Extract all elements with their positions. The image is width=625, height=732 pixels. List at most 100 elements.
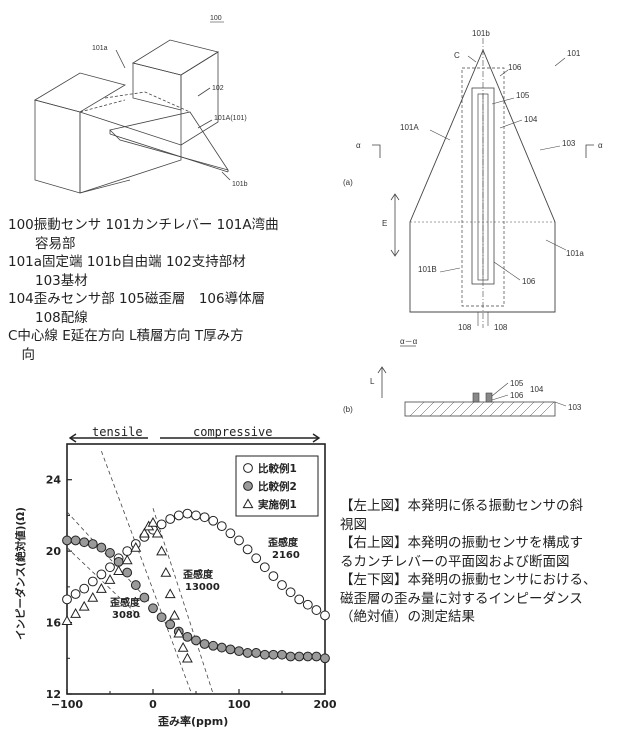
data-point-series-3 (78, 600, 90, 611)
annotation-13000-label: 歪感度 (183, 568, 214, 581)
x-tick-label: −100 (51, 698, 84, 711)
data-point-series-2 (87, 539, 98, 549)
legend-line: 容易部 (8, 235, 76, 252)
annotation-3080-label: 歪感度 (110, 596, 141, 609)
data-point-series-2 (165, 619, 176, 630)
data-point-series-1 (156, 519, 167, 530)
data-point-series-2 (79, 537, 90, 548)
caption-line: 磁歪層の歪み量に対するインピーダンス (340, 590, 583, 607)
data-point-series-3 (151, 527, 163, 538)
data-point-series-2 (311, 651, 322, 662)
data-point-series-1 (285, 587, 296, 598)
label-106-top: 106 (508, 63, 522, 72)
legend-line: 108配線 (8, 309, 88, 326)
label-106-mid: 106 (522, 277, 536, 286)
legend-line: 101a固定端 101b自由端 102支持部材 (8, 254, 246, 270)
label-103: 103 (562, 139, 576, 148)
data-point-series-1 (208, 515, 219, 526)
data-point-series-3 (87, 591, 99, 602)
data-point-series-2 (302, 651, 313, 662)
annotation-2160-value: 2160 (272, 550, 300, 561)
legend-line: 104歪みセンサ部 105磁歪層 106導体層 (8, 291, 266, 307)
data-point-series-2 (320, 653, 330, 664)
sensitivity-slope-line (152, 508, 214, 695)
data-point-series-3 (173, 627, 185, 638)
data-point-series-3 (160, 566, 172, 577)
annotation-13000-value: 13000 (185, 582, 220, 593)
panel-a-label: (a) (343, 178, 353, 187)
data-point-series-3 (138, 527, 150, 538)
data-point-series-2 (130, 580, 141, 590)
data-point-series-1 (225, 528, 236, 539)
data-point-series-2 (139, 592, 150, 603)
data-point-series-3 (104, 574, 116, 584)
label-108-left: 108 (458, 323, 472, 332)
legend-line: 向 (8, 346, 35, 363)
data-point-series-1 (173, 510, 184, 521)
data-point-series-2 (105, 548, 115, 558)
data-point-series-3 (121, 554, 133, 565)
legend-label-1: 比較例1 (258, 462, 297, 475)
label-101B: 101B (418, 265, 437, 274)
data-point-series-1 (199, 512, 210, 523)
data-point-series-2 (285, 651, 296, 662)
label-108-right: 108 (494, 323, 508, 332)
data-point-series-3 (113, 565, 125, 575)
data-point-series-2 (294, 651, 305, 662)
region-tensile: tensile (92, 425, 143, 439)
sensitivity-slope-line (101, 451, 193, 695)
caption-line: （絶対値）の測定結果 (340, 609, 475, 625)
y-axis-label: インピーダンス(絶対値)(Ω) (14, 507, 27, 640)
data-point-series-2 (242, 648, 253, 658)
data-point-series-1 (311, 605, 322, 615)
data-point-series-3 (177, 641, 189, 652)
legend-marker-2 (243, 481, 253, 491)
sensitivity-slope-line (66, 547, 141, 618)
data-point-series-1 (234, 535, 244, 546)
data-point-series-1 (251, 553, 262, 564)
data-point-series-3 (95, 583, 107, 593)
label-105-b: 105 (510, 379, 524, 388)
data-point-series-1 (165, 514, 176, 524)
legend-line: C中心線 E延在方向 L積層方向 T厚み方 (8, 328, 244, 344)
legend-label-2: 比較例2 (258, 480, 297, 493)
caption-line: 【左下図】本発明の振動センサにおける、 (340, 572, 597, 588)
data-point-series-3 (61, 615, 73, 625)
data-point-series-1 (191, 510, 201, 521)
data-point-series-2 (199, 639, 210, 649)
label-101A-plan: 101A (400, 123, 419, 132)
data-point-series-1 (294, 594, 305, 605)
reference-legend: 100振動センサ 101カンチレバー 101A湾曲 容易部 101a固定端 10… (8, 216, 343, 364)
x-tick-label: 100 (228, 698, 251, 711)
data-point-series-1 (122, 546, 133, 557)
label-104: 104 (524, 115, 538, 124)
data-point-series-2 (182, 631, 193, 642)
caption-line: 視図 (340, 516, 367, 533)
legend-marker-1 (243, 463, 253, 473)
y-tick-label: 24 (46, 474, 62, 487)
label-104-b: 104 (530, 385, 544, 394)
label-106-b: 106 (510, 391, 524, 400)
caption-line: 【右上図】本発明の振動センサを構成す (340, 535, 583, 551)
panel-b-label: (b) (343, 405, 353, 414)
alpha-right: α (598, 141, 603, 150)
data-point-series-1 (79, 583, 90, 594)
data-point-series-2 (216, 642, 227, 653)
caption-line: るカンチレバーの平面図および断面図 (340, 553, 570, 570)
data-point-series-1 (182, 508, 193, 519)
data-point-series-2 (191, 635, 201, 646)
x-tick-label: 200 (314, 698, 337, 711)
data-point-series-2 (277, 649, 287, 660)
section-label: α－α (400, 337, 418, 346)
x-axis-label: 歪み率(ppm) (158, 714, 228, 728)
label-101A: 101A(101) (214, 115, 247, 122)
label-101a-plan: 101a (566, 249, 584, 258)
legend-marker-3 (242, 498, 254, 509)
data-point-series-1 (268, 571, 279, 582)
data-point-series-2 (259, 649, 270, 660)
data-point-series-1 (259, 562, 270, 573)
data-point-series-2 (268, 649, 279, 660)
data-point-series-3 (169, 609, 180, 620)
data-point-series-2 (113, 556, 124, 567)
